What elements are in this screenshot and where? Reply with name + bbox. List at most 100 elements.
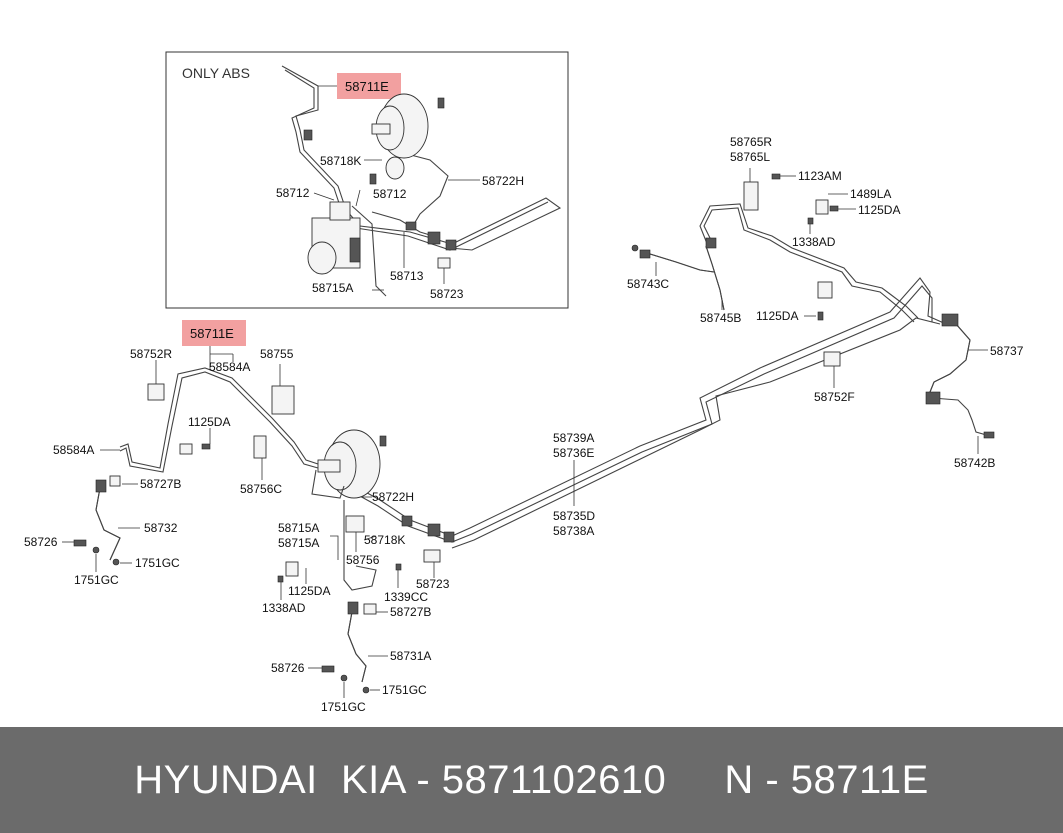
- label-1125DA-right: 1125DA: [858, 203, 900, 217]
- abs-inset: ONLY ABS 58711E: [165, 51, 569, 309]
- clip-58727B-b: [363, 603, 377, 615]
- label-58727B-top: 58727B: [140, 477, 181, 491]
- label-1125DA-mid: 1125DA: [288, 584, 330, 598]
- main-highlight-box: [182, 320, 246, 346]
- bolt-1123AM: [771, 173, 781, 180]
- label-inset-58713: 58713: [390, 269, 424, 283]
- label-1125DA-left: 1125DA: [188, 415, 230, 429]
- label-1339CC: 1339CC: [384, 590, 428, 604]
- label-inset-58715A: 58715A: [312, 281, 353, 295]
- inset-leader-58712b: [355, 189, 361, 207]
- main-labels: 58752R 58584A 58755 1125DA 58584A 58727B…: [24, 135, 1024, 714]
- label-58756C: 58756C: [240, 482, 282, 496]
- clip-1751GC-c: [340, 674, 348, 682]
- inset-title: ONLY ABS: [182, 65, 250, 81]
- main-brake-line-a: [119, 367, 319, 469]
- label-58726-top: 58726: [24, 535, 58, 549]
- label-58765R: 58765R: [730, 135, 772, 149]
- clip-1751GC-b: [112, 558, 120, 566]
- bolt-58726-b: [321, 665, 335, 673]
- right-upper-line: [703, 207, 915, 323]
- label-58715A-1: 58715A: [278, 521, 319, 535]
- label-58756: 58756: [346, 553, 380, 567]
- fitting-main-3: [443, 531, 455, 543]
- label-inset-58712-a: 58712: [276, 186, 310, 200]
- label-58739A: 58739A: [553, 431, 594, 445]
- main-brake-booster: [317, 429, 387, 499]
- label-58718K: 58718K: [364, 533, 405, 547]
- label-58755: 58755: [260, 347, 294, 361]
- label-58715A-2: 58715A: [278, 536, 319, 550]
- inset-oring: [385, 156, 405, 180]
- fitting-58742B: [925, 391, 941, 405]
- main-brake-line-b: [119, 371, 319, 473]
- inset-fitting-1: [303, 129, 313, 141]
- bolt-1125DA-a: [201, 443, 211, 450]
- clip-1125DA-b: [285, 561, 299, 577]
- hose-58732-inner: [95, 487, 121, 561]
- label-inset-58711E: 58711E: [345, 79, 389, 94]
- main-line-to-rear-b: [337, 285, 933, 543]
- inset-pipe-b: [383, 147, 449, 225]
- fitting-58732-top: [95, 479, 107, 493]
- inset-fitting-3: [427, 231, 441, 245]
- main-leaders: [62, 168, 988, 698]
- fitting-58742B-end: [983, 431, 995, 439]
- inset-fitting-2: [405, 221, 417, 231]
- hose-58731A: [347, 611, 367, 683]
- label-58737: 58737: [990, 344, 1024, 358]
- label-1751GC-3: 1751GC: [382, 683, 427, 697]
- label-58743C: 58743C: [627, 277, 669, 291]
- clip-1489LA: [815, 199, 829, 215]
- bolt-1125DA-d: [817, 311, 824, 321]
- inset-leader-58712a: [313, 192, 335, 201]
- label-58736E: 58736E: [553, 446, 594, 460]
- label-1123AM: 1123AM: [798, 169, 842, 183]
- bolt-58726-a: [73, 539, 87, 547]
- label-1751GC-1: 1751GC: [135, 556, 180, 570]
- label-1751GC-4: 1751GC: [321, 700, 366, 714]
- fitting-right-1: [705, 237, 717, 249]
- main-line-to-rear-a: [339, 277, 947, 537]
- label-58731A: 58731A: [390, 649, 431, 663]
- label-1338AD-mid: 1338AD: [262, 601, 306, 615]
- hose-58732: [95, 487, 121, 561]
- clip-58752F: [823, 351, 841, 367]
- label-58752R: 58752R: [130, 347, 172, 361]
- label-58584A-left: 58584A: [53, 443, 94, 457]
- mc-line-loop: [311, 469, 345, 499]
- hose-58745B-inner: [705, 245, 725, 311]
- inset-pipe-main-2: [284, 69, 549, 251]
- inset-highlight-box: [337, 73, 401, 99]
- fitting-58737: [941, 313, 959, 327]
- mc-line-down: [343, 500, 377, 591]
- label-58738A: 58738A: [553, 524, 594, 538]
- label-inset-58718K: 58718K: [320, 154, 361, 168]
- label-1489LA: 1489LA: [850, 187, 891, 201]
- main-line-to-rear-c: [451, 317, 941, 549]
- bolt-1338AD-a: [277, 575, 284, 583]
- label-58584A-top: 58584A: [209, 360, 250, 374]
- label-58723: 58723: [416, 577, 450, 591]
- inset-abs-module: [307, 201, 361, 275]
- label-58742B: 58742B: [954, 456, 995, 470]
- label-58735D: 58735D: [553, 509, 595, 523]
- clip-1751GC-d: [362, 686, 370, 694]
- fitting-58731A-top: [347, 601, 359, 615]
- right-upper-line-2: [699, 203, 919, 319]
- label-58732: 58732: [144, 521, 178, 535]
- clip-1125DA-a: [179, 443, 193, 455]
- label-1338AD-right: 1338AD: [792, 235, 836, 249]
- bolt-1125DA-c: [829, 205, 839, 212]
- label-1751GC-2: 1751GC: [74, 573, 119, 587]
- bolt-1338AD-b: [807, 217, 814, 225]
- clip-1751GC-a: [92, 546, 100, 554]
- fitting-main-1: [401, 515, 413, 527]
- label-58722H: 58722H: [372, 490, 414, 504]
- fitting-58743C: [639, 249, 651, 259]
- label-58726-bottom: 58726: [271, 661, 305, 675]
- clip-right-1: [817, 281, 833, 299]
- bolt-1339CC: [395, 563, 402, 571]
- bracket-58756C: [253, 435, 267, 459]
- label-58752F: 58752F: [814, 390, 855, 404]
